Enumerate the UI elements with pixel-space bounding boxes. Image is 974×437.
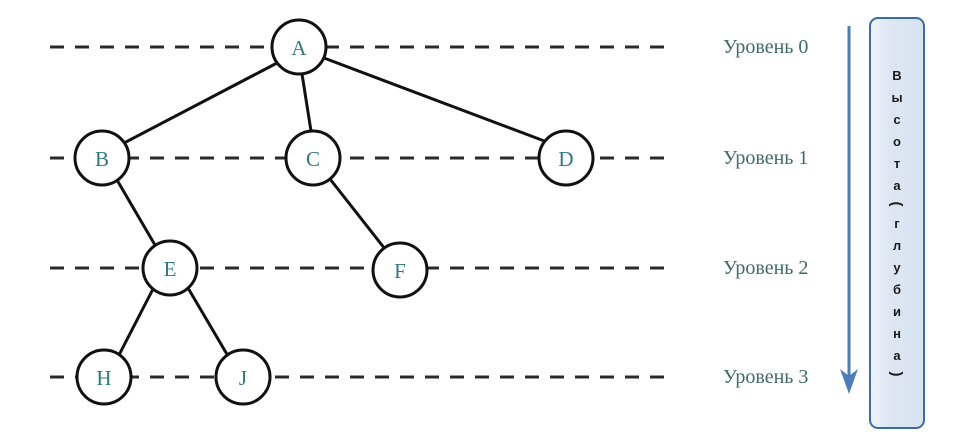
height-box-char: л xyxy=(892,237,902,253)
node-a-label: A xyxy=(291,36,307,60)
height-box-char: и xyxy=(893,303,901,319)
edge-b-e xyxy=(115,178,157,247)
node-j-circle[interactable] xyxy=(214,348,272,406)
height-box-char: н xyxy=(893,325,901,341)
height-box-char: а xyxy=(893,177,901,193)
tree-edges-group xyxy=(115,56,549,358)
height-box-char: г xyxy=(894,215,900,231)
node-j[interactable]: J xyxy=(214,348,272,406)
level-label-1: Уровень 1 xyxy=(723,147,809,169)
node-a-circle[interactable] xyxy=(270,18,328,76)
node-b-label: B xyxy=(95,147,109,171)
node-j-label: J xyxy=(239,366,247,390)
node-a[interactable]: A xyxy=(270,18,328,76)
height-box-char-open-paren: ( xyxy=(888,201,906,207)
height-arrow xyxy=(840,26,858,394)
level-label-2: Уровень 2 xyxy=(723,257,809,279)
height-box-char: о xyxy=(893,133,901,149)
node-h-label: H xyxy=(96,366,111,390)
edge-a-b xyxy=(122,61,279,145)
node-e-circle[interactable] xyxy=(141,239,199,297)
node-f-label: F xyxy=(394,259,406,283)
height-box-char: б xyxy=(892,281,902,297)
node-b[interactable]: B xyxy=(73,129,131,187)
edge-c-f xyxy=(328,177,387,251)
height-box-char: у xyxy=(893,259,901,275)
edge-a-d xyxy=(322,56,549,144)
height-box-char-close-paren: ) xyxy=(888,371,906,377)
height-depth-box: В ы с о т а ( г л у б и н а ) xyxy=(869,17,925,429)
tree-nodes-group: A B C D E F H xyxy=(73,18,595,406)
edge-e-j xyxy=(186,286,230,358)
height-box-char: В xyxy=(892,67,902,83)
node-h-circle[interactable] xyxy=(75,348,133,406)
level-label-0: Уровень 0 xyxy=(723,36,809,58)
edge-e-h xyxy=(117,287,155,357)
node-d-circle[interactable] xyxy=(537,129,595,187)
height-arrow-head xyxy=(840,369,858,394)
height-box-char: с xyxy=(893,111,901,127)
node-b-circle[interactable] xyxy=(73,129,131,187)
node-c-label: C xyxy=(306,147,320,171)
node-d-label: D xyxy=(558,147,573,171)
edge-a-c xyxy=(300,72,313,133)
height-box-char: а xyxy=(893,347,901,363)
node-d[interactable]: D xyxy=(537,129,595,187)
node-e[interactable]: E xyxy=(141,239,199,297)
height-box-char: т xyxy=(893,155,901,171)
node-c[interactable]: C xyxy=(284,129,342,187)
node-c-circle[interactable] xyxy=(284,129,342,187)
node-e-label: E xyxy=(164,257,177,281)
node-f[interactable]: F xyxy=(371,241,429,299)
level-label-3: Уровень 3 xyxy=(723,366,809,388)
height-box-char: ы xyxy=(891,89,903,105)
node-h[interactable]: H xyxy=(75,348,133,406)
level-lines-group xyxy=(50,45,672,379)
node-f-circle[interactable] xyxy=(371,241,429,299)
